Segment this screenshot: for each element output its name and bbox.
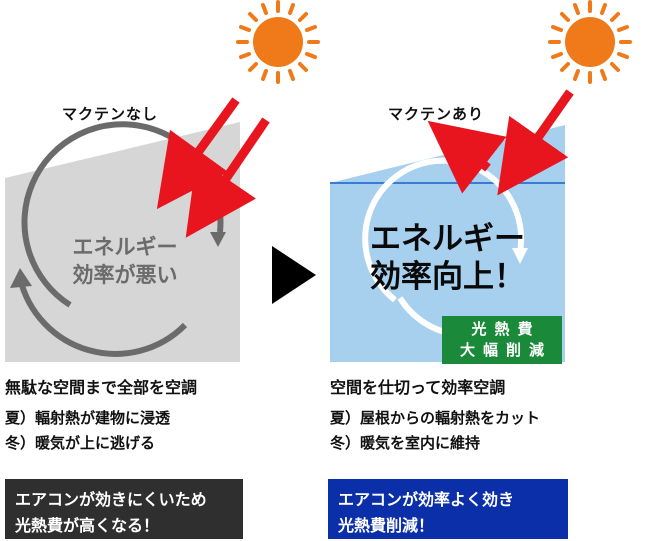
left-detail-summer: 夏）輻射熱が建物に浸透 — [5, 409, 171, 427]
cycle-arrowhead-icon — [512, 248, 528, 264]
next-triangle-icon — [272, 246, 316, 304]
right-details: 夏）屋根からの輻射熱をカット 冬）暖気を室内に維持 — [330, 406, 540, 456]
left-result-line-2: 光熱費が高くなる！ — [15, 516, 160, 535]
left-heading: 無駄な空間まで全部を空調 — [5, 378, 198, 397]
left-details: 夏）輻射熱が建物に浸透 冬）暖気が上に逃げる — [5, 406, 170, 456]
left-label: マクテンなし — [62, 105, 159, 123]
right-center-text: エネルギー 効率向上！ — [340, 220, 555, 296]
sun-icon — [548, 0, 632, 84]
right-result-box: エアコンが効率よく効き 光熱費削減！ — [328, 479, 568, 539]
left-result-box: エアコンが効きにくいため 光熱費が高くなる！ — [5, 479, 243, 539]
right-result-line-2: 光熱費削減！ — [338, 516, 435, 535]
right-center-line-1: エネルギー — [370, 221, 525, 257]
right-detail-summer: 夏）屋根からの輻射熱をカット — [330, 409, 541, 427]
right-label: マクテンあり — [388, 105, 485, 123]
heat-arrow-icon — [427, 89, 574, 196]
left-center-line-1: エネルギー — [72, 235, 178, 259]
left-center-line-2: 効率が悪い — [72, 263, 178, 287]
right-center-line-2: 効率向上！ — [370, 259, 525, 295]
badge-line-2: 大幅削減 — [459, 341, 552, 359]
left-detail-winter: 冬）暖気が上に逃げる — [5, 434, 156, 452]
left-center-text: エネルギー 効率が悪い — [30, 233, 220, 289]
sun-icon — [236, 0, 320, 84]
right-detail-winter: 冬）暖気を室内に維持 — [330, 434, 481, 452]
badge-line-1: 光熱費 — [471, 320, 541, 338]
left-result-line-1: エアコンが効きにくいため — [15, 490, 207, 509]
cycle-arrowhead-icon — [10, 268, 32, 288]
right-heading: 空間を仕切って効率空調 — [330, 378, 506, 397]
savings-badge: 光熱費 大幅削減 — [442, 316, 562, 364]
right-result-line-1: エアコンが効率よく効き — [338, 490, 515, 509]
heat-arrow-icon — [156, 97, 270, 238]
diagram-illustration — [5, 0, 632, 362]
